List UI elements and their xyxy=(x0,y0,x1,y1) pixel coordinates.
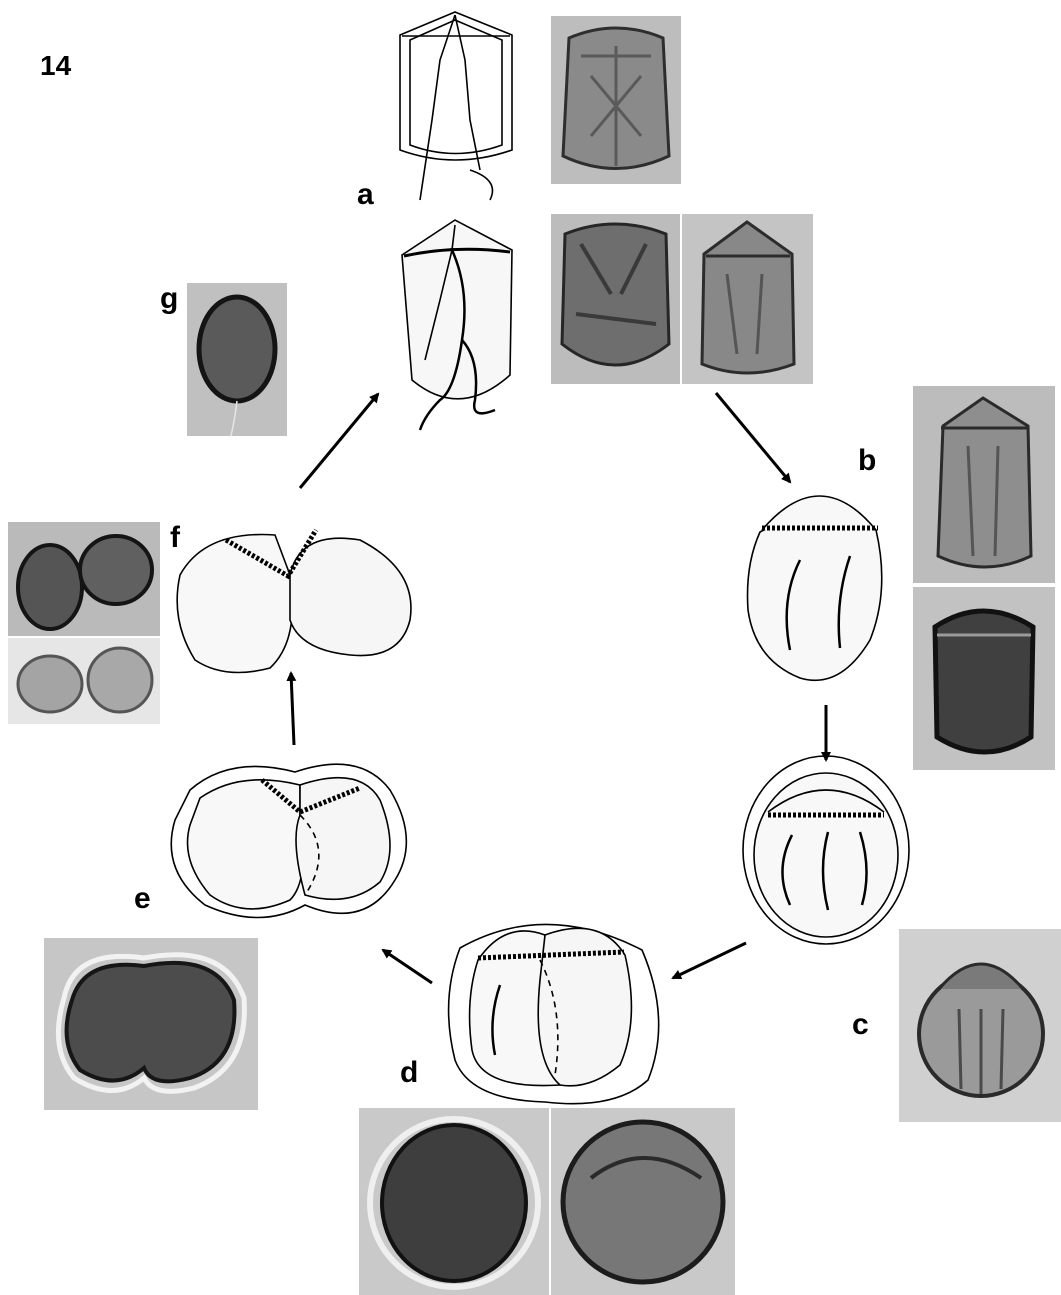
arrow-c-to-d xyxy=(673,943,746,978)
arrow-d-to-e xyxy=(383,950,432,983)
drawing-a-outline xyxy=(400,12,512,200)
drawing-e xyxy=(171,764,406,917)
drawing-c xyxy=(743,756,909,944)
drawing-b xyxy=(748,496,882,680)
drawing-f xyxy=(177,530,411,673)
arrow-e-to-f xyxy=(291,673,294,745)
arrow-a-to-b xyxy=(716,393,790,482)
drawing-d xyxy=(449,924,659,1103)
arrow-f-to-a xyxy=(300,394,378,488)
drawing-a-stippled xyxy=(402,220,512,430)
